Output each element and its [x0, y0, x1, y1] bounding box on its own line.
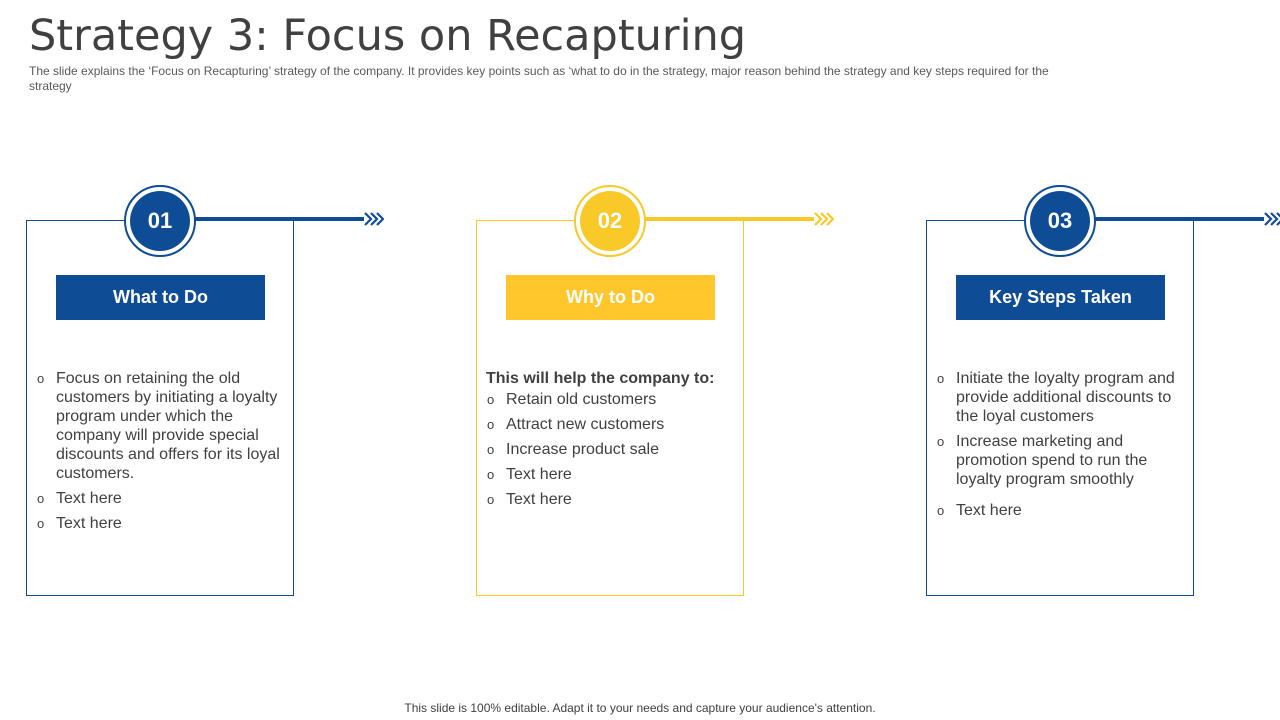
- slide-footer: This slide is 100% editable. Adapt it to…: [404, 701, 876, 715]
- step-number: 02: [580, 191, 640, 251]
- card-key-steps-taken: 03 Key Steps Taken o Initiate the loyalty…: [926, 185, 1280, 600]
- card-heading: What to Do: [56, 275, 265, 320]
- card-content: This will help the company to: o Retain o…: [486, 369, 736, 515]
- list-item-text: Text here: [506, 491, 572, 508]
- list-item: o Increase product sale: [486, 440, 736, 459]
- list-item-text: Text here: [56, 515, 122, 532]
- list-item-text: Increase product sale: [506, 441, 659, 458]
- list-item: o Text here: [486, 490, 736, 509]
- list-item: o Retain old customers: [486, 390, 736, 409]
- list-item: o Text here: [36, 489, 286, 508]
- chevrons-right-icon: [1264, 212, 1280, 226]
- card-heading: Key Steps Taken: [956, 275, 1165, 320]
- step-number-badge: 01: [124, 185, 196, 257]
- circle-bullet-icon: o: [487, 492, 495, 507]
- list-item-text: Focus on retaining the old customers by …: [56, 370, 280, 482]
- circle-bullet-icon: o: [937, 371, 945, 386]
- list-item: o Text here: [36, 514, 286, 533]
- connector-line: [1086, 217, 1264, 221]
- step-number-badge: 02: [574, 185, 646, 257]
- slide-title: Strategy 3: Focus on Recapturing: [29, 11, 747, 61]
- circle-bullet-icon: o: [937, 434, 945, 449]
- circle-bullet-icon: o: [937, 503, 945, 518]
- list-item: o Increase marketing and promotion spend …: [936, 432, 1186, 489]
- slide-subtitle: The slide explains the ‘Focus on Recaptu…: [29, 64, 1049, 93]
- card-what-to-do: 01 What to Do o Focus on retaining the ol…: [26, 185, 386, 600]
- bullet-list: o Initiate the loyalty program and provid…: [936, 369, 1186, 520]
- card-content: o Initiate the loyalty program and provid…: [936, 369, 1186, 526]
- circle-bullet-icon: o: [487, 392, 495, 407]
- chevrons-right-icon: [364, 212, 384, 226]
- list-item: o Text here: [486, 465, 736, 484]
- circle-bullet-icon: o: [37, 516, 45, 531]
- step-number: 01: [130, 191, 190, 251]
- card-why-to-do: 02 Why to Do This will help the company …: [476, 185, 836, 600]
- card-content: o Focus on retaining the old customers by…: [36, 369, 286, 539]
- list-item-text: Initiate the loyalty program and provide…: [956, 370, 1175, 425]
- bullet-list: o Focus on retaining the old customers by…: [36, 369, 286, 533]
- circle-bullet-icon: o: [37, 491, 45, 506]
- list-item-text: Text here: [506, 466, 572, 483]
- list-item-text: Attract new customers: [506, 416, 665, 433]
- list-item-text: Text here: [956, 502, 1022, 519]
- card-intro: This will help the company to:: [486, 370, 715, 387]
- list-item: o Initiate the loyalty program and provid…: [936, 369, 1186, 426]
- circle-bullet-icon: o: [487, 442, 495, 457]
- list-item: o Text here: [936, 501, 1186, 520]
- circle-bullet-icon: o: [487, 467, 495, 482]
- list-item-text: Increase marketing and promotion spend t…: [956, 433, 1148, 488]
- step-number-badge: 03: [1024, 185, 1096, 257]
- list-item: o Focus on retaining the old customers by…: [36, 369, 286, 483]
- circle-bullet-icon: o: [37, 371, 45, 386]
- circle-bullet-icon: o: [487, 417, 495, 432]
- list-item-text: Text here: [56, 490, 122, 507]
- chevrons-right-icon: [814, 212, 834, 226]
- list-item: o Attract new customers: [486, 415, 736, 434]
- step-number: 03: [1030, 191, 1090, 251]
- connector-line: [636, 217, 814, 221]
- list-item-text: Retain old customers: [506, 391, 657, 408]
- card-heading: Why to Do: [506, 275, 715, 320]
- connector-line: [186, 217, 364, 221]
